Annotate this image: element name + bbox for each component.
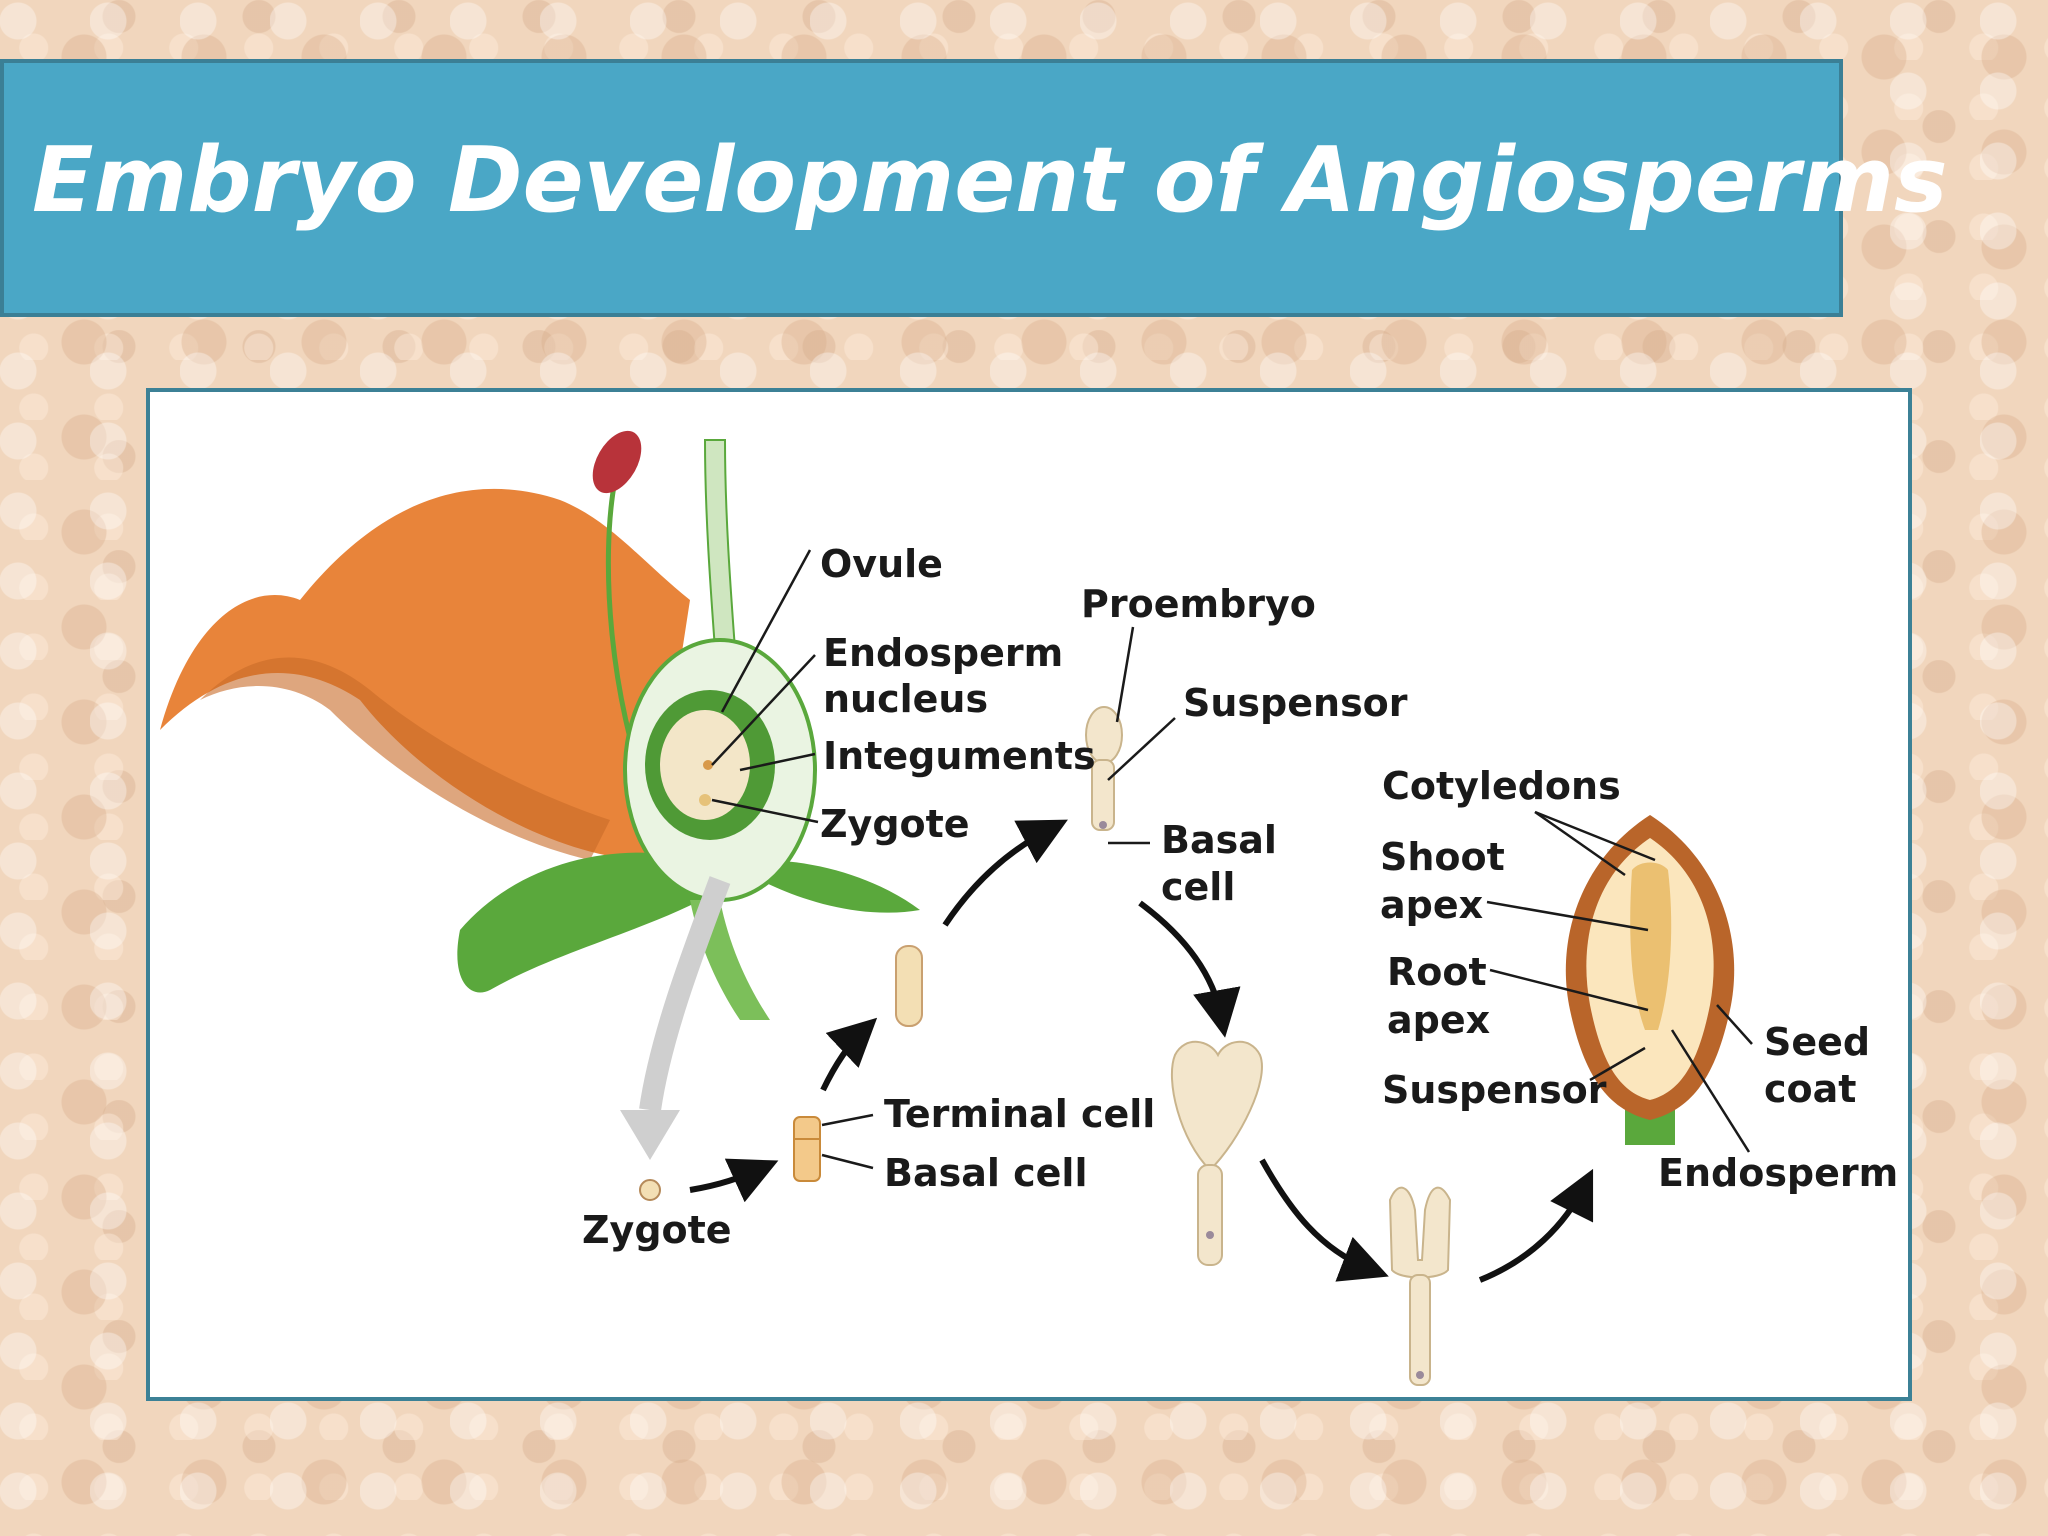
arrow-heart-to-torpedo bbox=[1259, 1158, 1389, 1282]
arrow-two-cell-to-four-cell bbox=[820, 1017, 878, 1092]
title-banner bbox=[0, 59, 1843, 317]
anther bbox=[592, 430, 642, 494]
flower-petal bbox=[160, 488, 690, 860]
leader-integuments bbox=[739, 752, 816, 772]
label-seed-coat-2: coat bbox=[1764, 1067, 1856, 1111]
arrow-torpedo-to-seed bbox=[1478, 1168, 1594, 1283]
leader-shoot-apex bbox=[1486, 900, 1649, 932]
leader-cotyledons-b bbox=[1534, 810, 1656, 862]
label-shoot-apex-1: Shoot bbox=[1380, 835, 1505, 879]
label-root-apex-1: Root bbox=[1387, 950, 1487, 994]
leader-terminal-cell bbox=[821, 1113, 874, 1127]
leader-cotyledons-a bbox=[1534, 810, 1626, 877]
leader-endosperm-nucleus bbox=[711, 654, 816, 766]
label-endosperm-nucleus-1: Endosperm bbox=[823, 631, 1063, 675]
label-zygote-flower: Zygote bbox=[820, 802, 970, 846]
label-basal-cell-proembryo-1: Basal bbox=[1161, 818, 1277, 862]
slide-title: Embryo Development of Angiosperms bbox=[32, 128, 1948, 233]
label-basal-cell-proembryo-2: cell bbox=[1161, 865, 1235, 909]
zygote-dot-flower bbox=[699, 794, 711, 806]
label-integuments: Integuments bbox=[823, 734, 1096, 778]
endosperm-nucleus-dot bbox=[703, 760, 713, 770]
mature-seed bbox=[1565, 815, 1735, 1145]
arrow-proembryo-to-heart bbox=[1138, 900, 1241, 1038]
label-suspensor-seed: Suspensor bbox=[1382, 1068, 1607, 1112]
zygote-cell bbox=[639, 1179, 661, 1201]
leader-seed-coat bbox=[1716, 1004, 1753, 1045]
leader-suspensor-seed bbox=[1589, 1046, 1646, 1082]
label-cotyledons: Cotyledons bbox=[1382, 764, 1621, 808]
label-endosperm-nucleus-2: nucleus bbox=[823, 677, 988, 721]
arrow-four-cell-to-proembryo bbox=[942, 819, 1068, 927]
leader-zygote-flower bbox=[711, 798, 819, 824]
label-ovule: Ovule bbox=[820, 542, 943, 586]
label-endosperm: Endosperm bbox=[1658, 1151, 1898, 1195]
leader-proembryo bbox=[1115, 626, 1135, 723]
label-suspensor-proembryo: Suspensor bbox=[1183, 681, 1408, 725]
two-cell-embryo bbox=[793, 1116, 821, 1182]
flower-illustration bbox=[160, 430, 920, 1160]
label-seed-coat-1: Seed bbox=[1764, 1020, 1870, 1064]
label-zygote: Zygote bbox=[582, 1208, 732, 1252]
heart-stage-embryo bbox=[1171, 1040, 1263, 1266]
leader-endosperm bbox=[1670, 1029, 1751, 1153]
label-terminal-cell: Terminal cell bbox=[884, 1092, 1155, 1136]
leader-basal-cell-2cell bbox=[821, 1153, 874, 1170]
proembryo-illustration bbox=[1085, 706, 1123, 831]
torpedo-stage-embryo bbox=[1388, 1186, 1452, 1386]
label-proembryo: Proembryo bbox=[1081, 582, 1316, 626]
flower-petal-shadow bbox=[200, 657, 610, 860]
arrow-zygote-to-two-cell bbox=[689, 1158, 779, 1203]
label-root-apex-2: apex bbox=[1387, 998, 1490, 1042]
flower-leaf bbox=[760, 860, 920, 913]
leader-ovule bbox=[720, 549, 812, 713]
grey-arrow-head bbox=[620, 1110, 680, 1160]
label-basal-cell-2cell: Basal cell bbox=[884, 1151, 1087, 1195]
label-shoot-apex-2: apex bbox=[1380, 883, 1483, 927]
flower-leaf bbox=[457, 852, 720, 993]
leader-suspensor-proembryo bbox=[1107, 717, 1176, 781]
leader-root-apex bbox=[1489, 968, 1649, 1012]
grey-arrow bbox=[639, 876, 731, 1112]
four-cell-embryo bbox=[895, 945, 923, 1027]
